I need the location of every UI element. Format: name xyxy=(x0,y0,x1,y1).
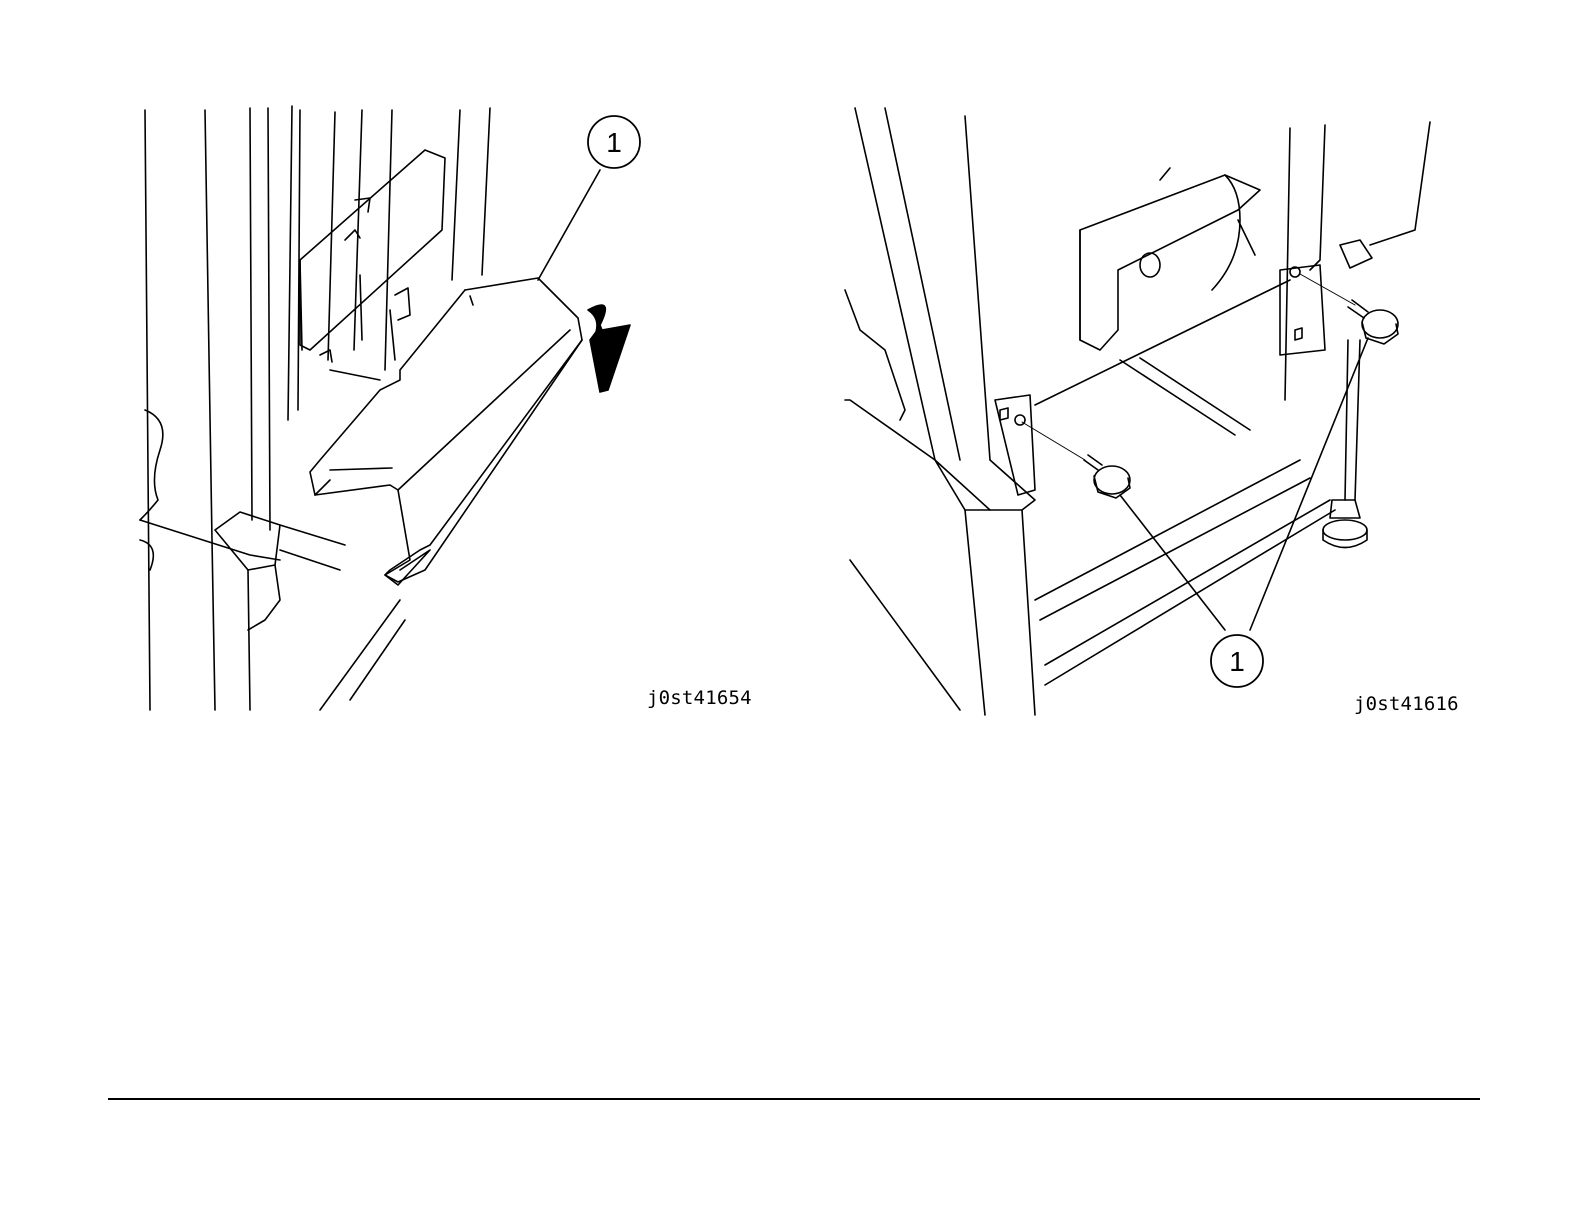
thumb-screw-icon xyxy=(1022,422,1130,498)
callout-leader-line xyxy=(1120,495,1225,630)
screw-removal-illustration: 1 xyxy=(840,100,1470,740)
floor-lines xyxy=(320,600,405,710)
figure-id-label: j0st41654 xyxy=(647,687,752,709)
figure-cover-removal: 1 xyxy=(130,100,770,720)
cover-panel-drawing xyxy=(310,278,582,585)
callout-leader-line xyxy=(1250,338,1368,630)
machine-frame xyxy=(140,106,490,710)
figure-id-label: j0st41616 xyxy=(1354,693,1459,715)
machine-frame xyxy=(845,108,1430,715)
leveling-foot-icon xyxy=(1323,500,1367,548)
callout-number: 1 xyxy=(1229,646,1245,677)
thumb-screw-icon xyxy=(1300,274,1398,344)
figure-screw-removal: 1 xyxy=(840,100,1470,740)
footer-divider xyxy=(108,1098,1480,1100)
callout-leader-line xyxy=(538,170,600,280)
rotate-arrow-icon xyxy=(588,305,630,392)
cover-removal-illustration: 1 xyxy=(130,100,770,720)
callout-number: 1 xyxy=(606,127,622,158)
